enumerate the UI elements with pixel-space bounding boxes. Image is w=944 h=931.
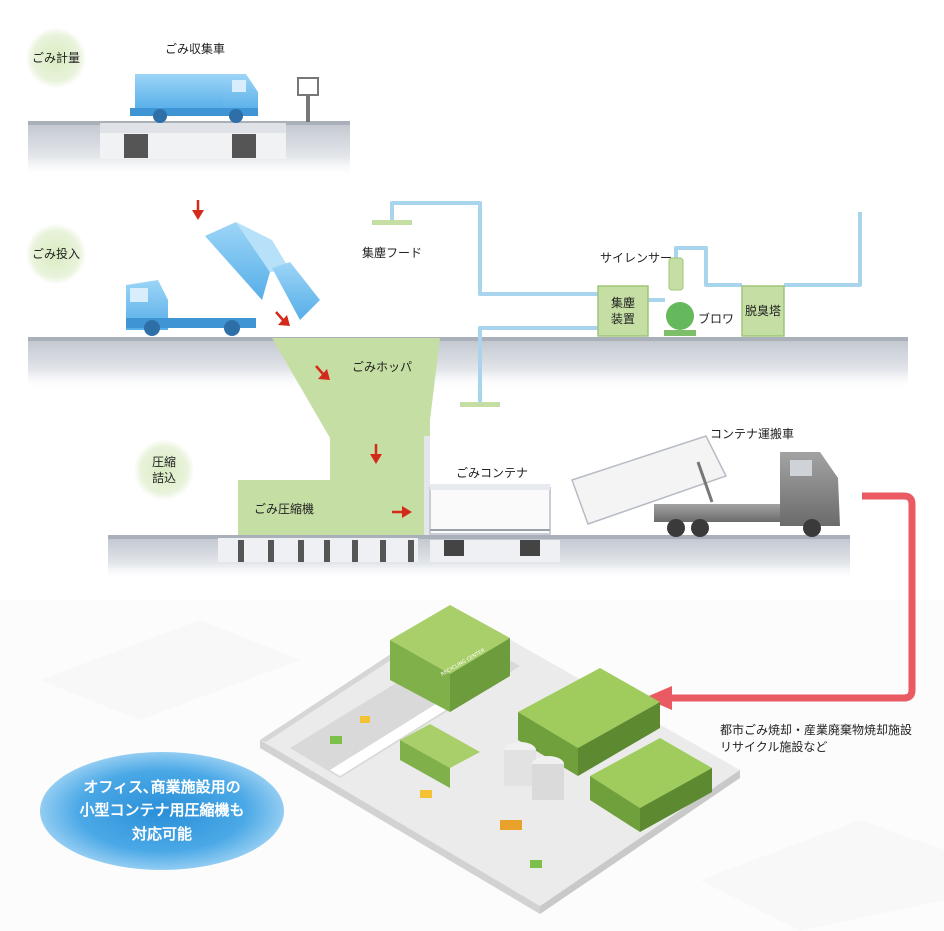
blower-label: ブロワ <box>698 312 735 326</box>
floor-dumping <box>28 337 908 390</box>
silencer-label: サイレンサー <box>600 251 673 265</box>
hopper-and-compactor <box>238 338 440 538</box>
step-weighing: ごみ計量 <box>26 28 86 88</box>
floor-weighing <box>28 77 350 178</box>
dust-hood-top <box>372 220 412 225</box>
dust-hood-bottom <box>460 402 500 407</box>
destination-text: 都市ごみ焼却・産業廃棄物焼却施設 リサイクル施設など <box>720 722 912 757</box>
step-compressing-line2: 詰込 <box>151 471 176 485</box>
container-label: ごみコンテナ <box>456 466 529 480</box>
silencer <box>668 257 684 291</box>
destination-line2: リサイクル施設など <box>720 740 828 755</box>
deodorizer-tower <box>741 285 785 337</box>
callout-line3: 対応可能 <box>131 824 192 843</box>
destination-line1: 都市ごみ焼却・産業廃棄物焼却施設 <box>720 723 913 737</box>
dump-truck <box>126 222 320 336</box>
step-weighing-label: ごみ計量 <box>31 50 80 65</box>
duct-pipes <box>390 201 862 405</box>
flow-arrows <box>192 200 412 518</box>
compactor-label: ごみ圧縮機 <box>254 502 315 516</box>
dust-hood-label: 集塵フード <box>362 246 423 260</box>
deodorizer-label: 脱臭塔 <box>744 303 781 318</box>
step-dumping-label: ごみ投入 <box>31 246 80 261</box>
recycling-facility <box>260 605 740 914</box>
callout-line1: オフィス､商業施設用の <box>83 778 241 797</box>
dust-collector-label: 集塵 装置 <box>598 286 648 336</box>
floor-compressing <box>108 535 850 580</box>
transport-route-arrow <box>644 492 916 710</box>
hopper-label: ごみホッパ <box>352 360 413 374</box>
dust-collector-line2: 装置 <box>610 312 635 326</box>
collection-truck-label: ごみ収集車 <box>165 42 226 56</box>
compact-option-callout: オフィス､商業施設用の 小型コンテナ用圧縮機も 対応可能 <box>40 752 284 870</box>
container-truck-label: コンテナ運搬車 <box>710 427 795 441</box>
step-compressing: 圧縮 詰込 <box>134 440 194 500</box>
dust-collector <box>597 285 649 337</box>
step-compressing-line1: 圧縮 <box>151 454 176 469</box>
blower <box>664 302 696 336</box>
callout-line2: 小型コンテナ用圧縮機も <box>79 801 245 820</box>
step-dumping: ごみ投入 <box>26 224 86 284</box>
dust-collector-line1: 集塵 <box>610 295 635 310</box>
collection-truck <box>130 74 258 123</box>
container-truck <box>571 435 840 537</box>
garbage-container <box>429 484 551 535</box>
